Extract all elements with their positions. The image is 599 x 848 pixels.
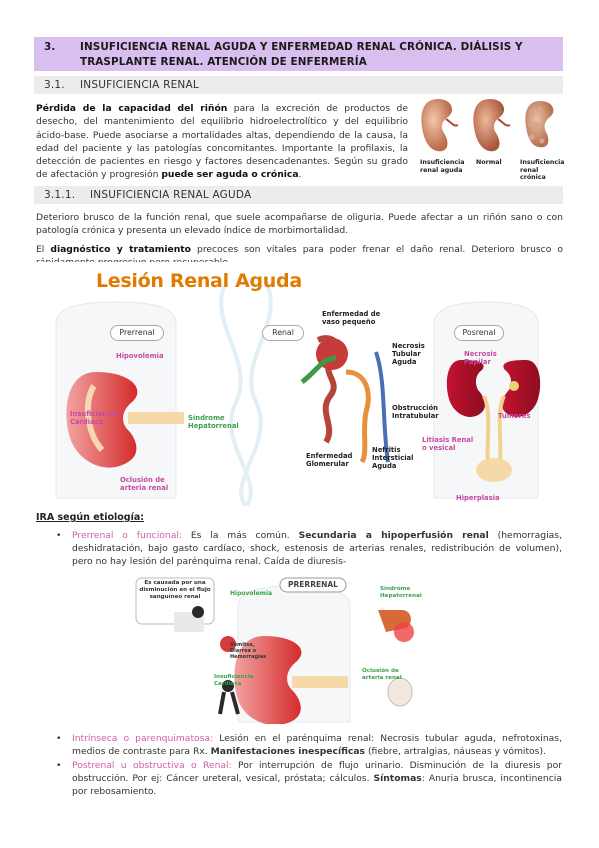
tag-posrenal: Posrenal xyxy=(454,325,504,341)
tag-prerrenal: Prerrenal xyxy=(110,325,164,341)
etiologia-title: IRA según etiología: xyxy=(36,512,145,523)
diag-pre: El xyxy=(36,244,51,255)
pre-label-sindrome: Síndrome Hepatorrenal xyxy=(380,586,422,599)
kidney-normal xyxy=(473,99,511,152)
label-glomerular: Enfermedad Glomerular xyxy=(306,452,353,468)
label-hipovolemia: Hipovolemia xyxy=(116,352,164,360)
lra-figure-title: Lesión Renal Aguda xyxy=(96,270,302,292)
caption-acute: Insuficiencia renal aguda xyxy=(420,159,465,174)
label-prerrenal: Prerrenal o funcional: xyxy=(72,530,182,541)
intrinseca-bold: Manifestaciones inespecíficas xyxy=(210,745,366,757)
section-number: 3.1. xyxy=(44,79,65,91)
list-item-prerrenal: • Prerrenal o funcional: Es la más común… xyxy=(56,530,563,569)
kidney-illustrations xyxy=(421,99,554,152)
postrenal-bold: Síntomas xyxy=(373,772,422,784)
label-insuf-cardiaca: Insuficiencia Cardiaca xyxy=(70,410,119,426)
prerrenal-kidney xyxy=(66,372,184,468)
nephron-illustration xyxy=(300,335,390,464)
prerrenal-figure: PRERRENAL Es causada por una disminución… xyxy=(134,572,438,724)
intro-text: para la excreción de productos de desech… xyxy=(36,103,408,181)
pre-label-hipovolemia: Hipovolemia xyxy=(230,590,273,597)
chapter-heading: 3. INSUFICIENCIA RENAL AGUDA Y ENFERMEDA… xyxy=(34,37,563,71)
section-heading-3-1: 3.1. INSUFICIENCIA RENAL xyxy=(34,76,563,94)
kidney-comparison-figure: Insuficiencia renal aguda Normal Insufic… xyxy=(418,95,566,181)
bullet-dot-icon: • xyxy=(56,760,62,771)
section-number: 3.1.1. xyxy=(44,189,76,201)
caption-normal: Normal xyxy=(476,159,502,166)
postrenal-text-1: Por interrupción de flujo urinario. Dism… xyxy=(72,760,562,784)
prerrenal-bold: Secundaria a hipoperfusión renal xyxy=(298,530,489,541)
section-title: INSUFICIENCIA RENAL xyxy=(80,79,199,91)
label-hiperplasia: Hiperplasia xyxy=(456,494,500,502)
lra-figure: Prerrenal Renal Posrenal Hipovolemia Ins… xyxy=(36,262,566,506)
prerrenal-callout: Es causada por una disminución en el flu… xyxy=(139,580,211,601)
caption-chronic: Insuficiencia renal crónica xyxy=(520,159,565,181)
diag-bold: diagnóstico y tratamiento xyxy=(50,244,191,255)
ira-definition: Deterioro brusco de la función renal, qu… xyxy=(36,212,563,237)
urinary-tract xyxy=(446,360,541,482)
bullet-dot-icon: • xyxy=(56,530,62,541)
list-item-intrinseca: • Intrínseca o parenquimatosa: Lesión en… xyxy=(56,733,563,759)
chapter-title: INSUFICIENCIA RENAL AGUDA Y ENFERMEDAD R… xyxy=(80,41,523,68)
postrenal-text-2: : Anuria brusca, incontinencia por rebos… xyxy=(72,772,562,797)
prerrenal-banner: PRERRENAL xyxy=(288,580,338,589)
kidney-acute xyxy=(421,99,459,152)
label-necrosis-papilar: Necrosis Papilar xyxy=(464,350,497,366)
label-obstruccion: Obstrucción Intratubular xyxy=(392,404,439,420)
prerrenal-text-2: (hemorragias, deshidratación, bajo gasto… xyxy=(72,530,563,567)
tag-renal: Renal xyxy=(262,325,304,341)
lra-illustration xyxy=(55,281,541,506)
list-item-postrenal: • Postrenal u obstructiva o Renal: Por i… xyxy=(56,760,562,799)
label-necrosis-tubular: Necrosis Tubular Aguda xyxy=(392,342,425,366)
kidney-chronic xyxy=(525,101,554,148)
pre-label-insuf: Insuficiencia Cardiaca xyxy=(214,674,254,687)
bullet-dot-icon: • xyxy=(56,733,62,744)
intro-bold-lead: Pérdida de la capacidad del riñón xyxy=(36,103,228,114)
label-oclusion: Oclusión de arteria renal xyxy=(120,476,169,492)
intro-paragraph: Pérdida de la capacidad del riñón para l… xyxy=(36,102,408,182)
label-tumores: Tumores xyxy=(498,412,531,420)
section-title: INSUFICIENCIA RENAL AGUDA xyxy=(90,189,252,201)
label-litiasis: Litiasis Renal o vesical xyxy=(422,436,474,452)
label-vaso-pequeno: Enfermedad de vaso pequeño xyxy=(322,310,381,326)
label-intrinseca: Intrínseca o parenquimatosa: xyxy=(72,733,214,744)
intrinseca-text-2: (fiebre, artralgias, náuseas y vómitos). xyxy=(365,745,546,757)
intrinseca-text-1: Lesión en el parénquima renal: Necrosis … xyxy=(72,733,563,757)
label-postrenal: Postrenal u obstructiva o Renal: xyxy=(72,760,232,771)
label-sindrome-hepatorrenal: Síndrome Hepatorrenal xyxy=(188,414,239,430)
section-heading-3-1-1: 3.1.1. INSUFICIENCIA RENAL AGUDA xyxy=(34,186,563,204)
intro-bold-tail: puede ser aguda o crónica xyxy=(161,169,299,181)
label-nefritis: Nefritis Intersticial Aguda xyxy=(372,446,414,470)
pre-label-vomitos: Vómitos, Diarrea o Hemorragias xyxy=(230,642,267,660)
prerrenal-illustration xyxy=(135,577,414,724)
prerrenal-text-1: Es la más común. xyxy=(181,530,299,541)
chapter-number: 3. xyxy=(44,41,56,53)
pre-label-oclusion: Oclusión de arteria renal xyxy=(362,668,402,681)
intro-end: . xyxy=(298,169,302,181)
